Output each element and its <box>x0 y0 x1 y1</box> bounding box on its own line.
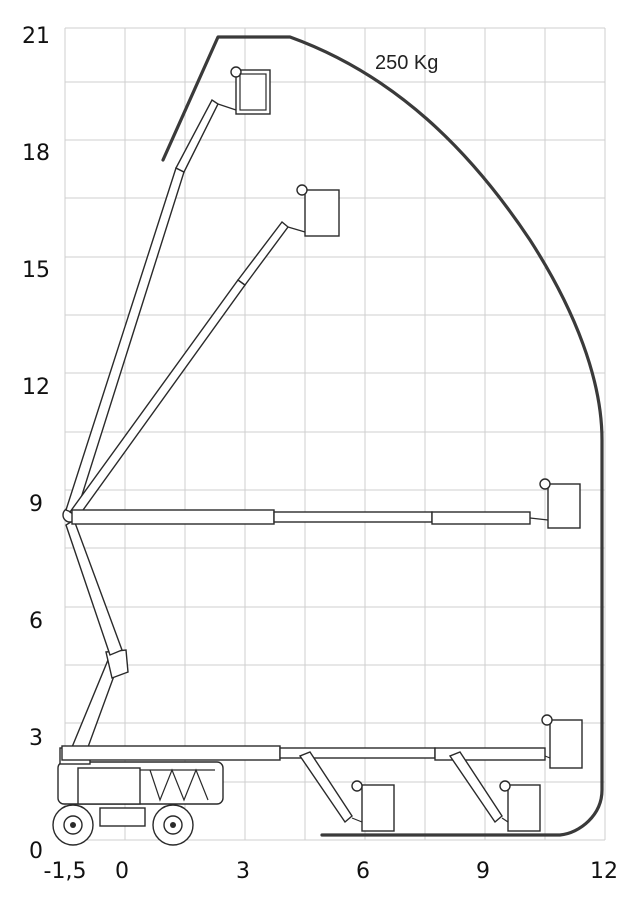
x-tick: 12 <box>590 859 618 884</box>
working-envelope <box>161 35 604 837</box>
y-tick: 6 <box>29 609 43 634</box>
wheel-left <box>52 804 94 846</box>
x-axis-ticks: -1,5 0 3 6 9 12 <box>44 859 618 884</box>
boom-position-mid-high <box>68 184 340 518</box>
boom-position-max-height <box>65 66 271 515</box>
boom-position-horizontal <box>71 478 581 529</box>
x-tick: 0 <box>115 859 129 884</box>
y-tick: 18 <box>22 141 50 166</box>
y-tick: 9 <box>29 492 43 517</box>
boom-position-below-grade-1 <box>298 751 395 832</box>
y-tick: 3 <box>29 726 43 751</box>
wheel-right <box>152 804 194 846</box>
x-tick: 6 <box>356 859 370 884</box>
x-tick: 9 <box>476 859 490 884</box>
platform-basket <box>239 73 267 111</box>
boom-position-low-horizontal <box>61 714 583 769</box>
y-tick: 12 <box>22 375 50 400</box>
x-tick: -1,5 <box>44 859 87 884</box>
y-tick: 21 <box>22 24 50 49</box>
y-tick: 15 <box>22 258 50 283</box>
grid <box>64 27 606 841</box>
lower-arm <box>62 507 129 759</box>
y-axis-ticks: 0 3 6 9 12 15 18 21 <box>22 24 50 864</box>
y-tick: 0 <box>29 839 43 864</box>
load-label: 250 Kg <box>375 52 438 74</box>
boom-position-below-grade-2 <box>448 751 541 832</box>
x-tick: 3 <box>236 859 250 884</box>
